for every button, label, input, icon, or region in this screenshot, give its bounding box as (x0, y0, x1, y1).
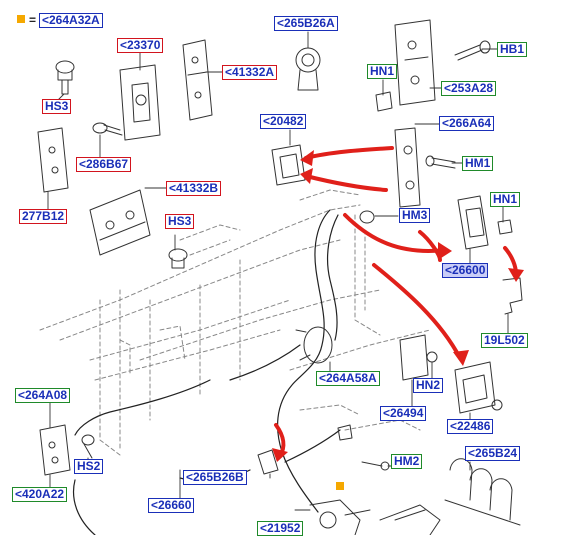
part-plate-22486 (454, 361, 496, 414)
callout-26600[interactable]: <26600 (442, 263, 489, 278)
callout-19l502[interactable]: 19L502 (481, 333, 528, 348)
callout-hm3[interactable]: HM3 (399, 208, 431, 223)
van-body-outline (39, 189, 431, 456)
part-hinge-277b12 (37, 127, 69, 193)
callout-hn1-right[interactable]: HN1 (490, 192, 521, 207)
callout-41332a[interactable]: <41332A (222, 65, 278, 80)
part-hinge-253a28 (394, 19, 436, 106)
callout-21952[interactable]: <21952 (257, 521, 304, 536)
callout-hm1[interactable]: HM1 (462, 156, 494, 171)
part-ring-265b26a (295, 47, 321, 91)
callout-hb1[interactable]: HB1 (497, 42, 528, 57)
part-actuator-21952 (309, 499, 371, 535)
callout-hn1-top[interactable]: HN1 (367, 64, 398, 79)
part-bracket-26494 (399, 334, 429, 381)
part-screw-hs3-top (55, 60, 75, 95)
red-arrows (274, 146, 518, 458)
part-latch-266a64 (394, 127, 421, 208)
legend-equals: = (29, 13, 37, 27)
leader-lines (47, 31, 509, 511)
callout-hm2[interactable]: HM2 (391, 454, 423, 469)
callout-420a22[interactable]: <420A22 (12, 487, 68, 502)
callout-26494[interactable]: <26494 (380, 406, 427, 421)
callout-266a64[interactable]: <266A64 (439, 116, 495, 131)
callout-286b67[interactable]: <286B67 (76, 157, 132, 172)
part-nut-hn1-right (497, 219, 513, 235)
callout-23370[interactable]: <23370 (117, 38, 164, 53)
red-arrowheads (272, 150, 524, 462)
part-motor-264a58a (295, 326, 333, 364)
callout-265b26b[interactable]: <265B26B (183, 470, 247, 485)
part-marker-21952 (336, 482, 344, 490)
part-plate-41332a (182, 39, 213, 121)
cable-paths (72, 209, 341, 535)
callout-hs3-top[interactable]: HS3 (42, 99, 72, 114)
part-bolt-hb1-lower (491, 399, 503, 411)
part-plate-41332b (89, 189, 151, 256)
part-lock-26600 (457, 195, 489, 250)
callout-hs2[interactable]: HS2 (74, 459, 104, 474)
part-bolt-hm1 (425, 155, 456, 169)
part-bolt-hb1 (454, 40, 491, 61)
callout-253a28[interactable]: <253A28 (441, 81, 497, 96)
part-nut-hn1-top (375, 91, 393, 112)
part-connector-hm2 (337, 424, 390, 471)
callout-264a58a[interactable]: <264A58A (316, 371, 380, 386)
callout-41332b[interactable]: <41332B (166, 181, 222, 196)
part-motor-bottom (379, 504, 441, 535)
part-bolt-286b67 (92, 122, 123, 136)
part-clips-265b24 (444, 458, 521, 526)
callout-277b12[interactable]: 277B12 (19, 209, 68, 224)
part-clip-19l502 (502, 277, 523, 315)
part-bracket-264a08 (39, 424, 71, 476)
callout-264a08[interactable]: <264A08 (15, 388, 71, 403)
legend-label[interactable]: <264A32A (39, 13, 103, 28)
part-nut-hn2 (426, 351, 438, 363)
callout-265b26a[interactable]: <265B26A (274, 16, 338, 31)
callout-22486[interactable]: <22486 (447, 419, 494, 434)
part-clip-265b26b (257, 449, 279, 475)
legend-marker (17, 15, 25, 23)
part-screw-hs3-bottom (168, 248, 188, 269)
callout-20482[interactable]: <20482 (260, 114, 307, 129)
part-screw-hs2 (81, 434, 95, 459)
callout-hs3-bottom[interactable]: HS3 (165, 214, 195, 229)
callout-hn2[interactable]: HN2 (413, 378, 444, 393)
part-nut-hm3 (359, 210, 375, 224)
part-grommet-20482 (271, 144, 306, 186)
callout-26660[interactable]: <26660 (148, 498, 195, 513)
callout-265b24[interactable]: <265B24 (465, 446, 521, 461)
part-bracket-23370 (119, 64, 161, 141)
